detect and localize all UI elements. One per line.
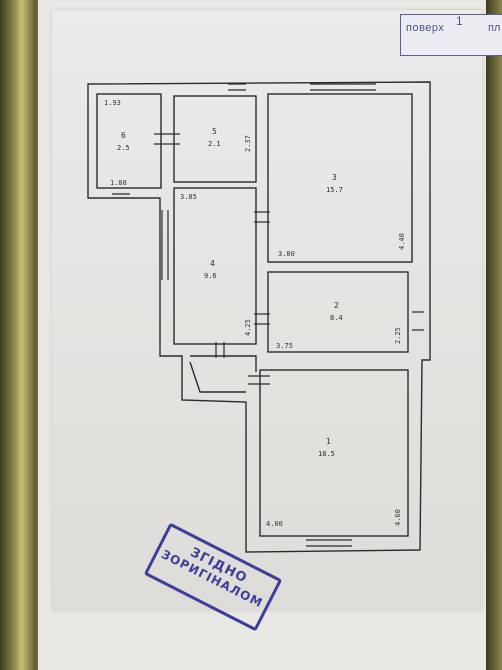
room-5-number: 5 (212, 127, 217, 136)
dim-r2-side: 2.25 (394, 327, 402, 344)
photo-frame-right-edge (486, 0, 502, 670)
dim-r3-bottom: 3.80 (278, 250, 295, 258)
room-4-outline (173, 187, 257, 345)
room-6-area: 2.5 (117, 144, 130, 152)
outer-wall (87, 81, 431, 553)
room-3-outline (267, 93, 413, 263)
floor-header-box (400, 14, 502, 56)
room-2-area: 8.4 (330, 314, 343, 322)
dim-r1-side: 4.60 (394, 509, 402, 526)
dim-r1-bottom: 4.00 (266, 520, 283, 528)
dim-r4-top: 3.85 (180, 193, 197, 201)
room-6-outline (96, 93, 162, 189)
room-6-number: 6 (121, 131, 126, 140)
floor-label-tail: пл (488, 22, 501, 34)
room-5-outline (173, 95, 257, 183)
dim-r5-side: 2.37 (244, 135, 252, 152)
corridor-wall (189, 355, 257, 393)
dim-r2-bottom: 3.75 (276, 342, 293, 350)
room-2-outline (267, 271, 409, 353)
dim-r3-side: 4.40 (398, 233, 406, 250)
dim-r6-bottom: 1.88 (110, 179, 127, 187)
floor-label: поверх (406, 22, 445, 34)
room-3-number: 3 (332, 173, 337, 182)
floor-number: 1 (456, 14, 463, 28)
room-5-area: 2.1 (208, 140, 221, 148)
photo-frame-left-edge (0, 0, 36, 670)
room-1-outline (259, 369, 409, 537)
room-3-area: 15.7 (326, 186, 343, 194)
room-4-number: 4 (210, 259, 215, 268)
room-1-area: 18.5 (318, 450, 335, 458)
room-1-number: 1 (326, 437, 331, 446)
dim-r4-side: 4.25 (244, 319, 252, 336)
floor-plan-paper (52, 10, 482, 610)
room-2-number: 2 (334, 301, 339, 310)
room-4-area: 9.6 (204, 272, 217, 280)
dim-r6-top: 1.93 (104, 99, 121, 107)
